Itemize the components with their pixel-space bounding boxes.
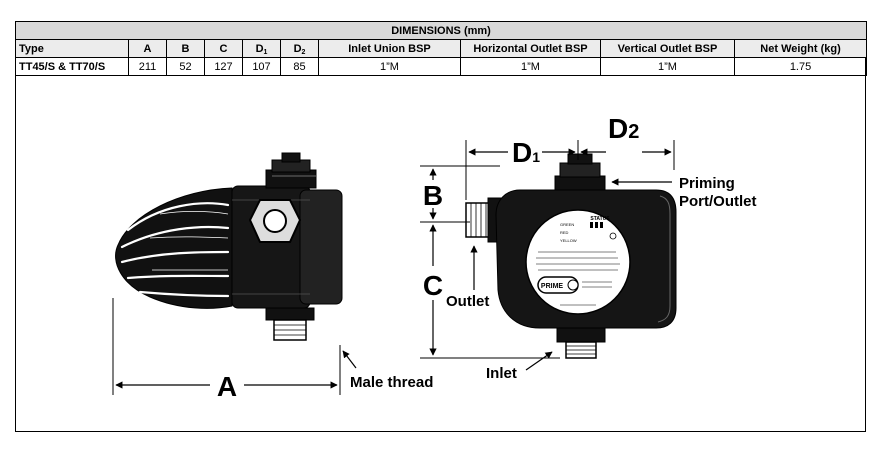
header-b: B — [166, 39, 205, 58]
figure-frame — [15, 21, 866, 432]
header-inlet: Inlet Union BSP — [318, 39, 461, 58]
header-vertical: Vertical Outlet BSP — [600, 39, 735, 58]
table-title: DIMENSIONS (mm) — [14, 21, 868, 40]
table-row: TT45/S & TT70/S 211 52 127 107 85 1”M 1”… — [15, 57, 868, 76]
cell-c: 127 — [204, 57, 243, 76]
cell-vertical: 1”M — [600, 57, 735, 76]
header-c: C — [204, 39, 243, 58]
header-d2: D2 — [280, 39, 319, 58]
cell-inlet: 1”M — [318, 57, 461, 76]
cell-a: 211 — [128, 57, 167, 76]
header-d1: D1 — [242, 39, 281, 58]
header-weight: Net Weight (kg) — [733, 39, 868, 58]
header-d1-main: D — [255, 42, 264, 55]
header-d2-sub: 2 — [301, 48, 306, 56]
cell-d2: 85 — [280, 57, 319, 76]
header-type: Type — [15, 39, 129, 58]
cell-b: 52 — [166, 57, 205, 76]
cell-d1: 107 — [242, 57, 281, 76]
header-horizontal: Horizontal Outlet BSP — [460, 39, 601, 58]
cell-horizontal: 1”M — [460, 57, 601, 76]
header-d1-sub: 1 — [263, 48, 268, 56]
cell-type: TT45/S & TT70/S — [15, 57, 129, 76]
header-a: A — [128, 39, 167, 58]
dimensions-table: DIMENSIONS (mm) Type A B C D1 D2 Inlet U… — [14, 21, 868, 76]
cell-weight: 1.75 — [733, 57, 868, 76]
header-d2-main: D — [293, 42, 302, 55]
